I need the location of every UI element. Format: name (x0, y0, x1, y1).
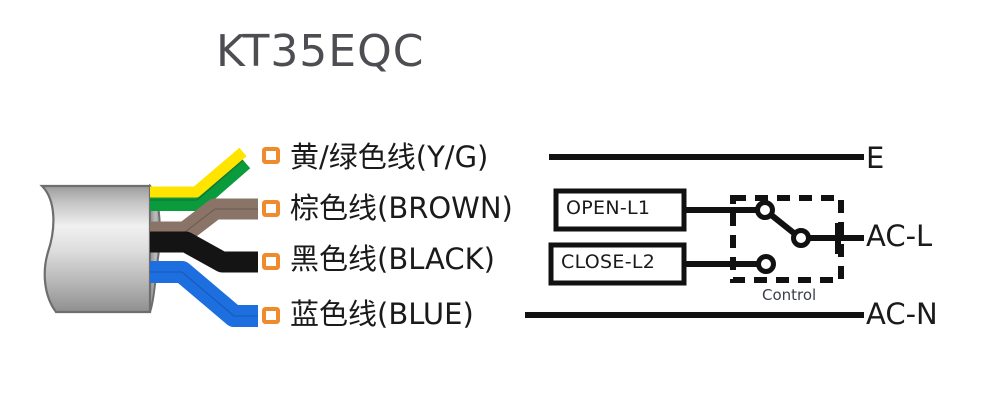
switch-lower-terminal (756, 254, 776, 274)
wire-yellow-green (150, 147, 251, 211)
control-dashed-box (730, 195, 844, 283)
switch-contact-terminal (791, 228, 811, 248)
wire-terminal-tips (262, 147, 280, 324)
wire-label-blue: 蓝色线(BLUE) (290, 297, 474, 331)
wire-label-brown: 棕色线(BROWN) (290, 191, 513, 225)
terminal-label-ac-n: AC-N (866, 297, 938, 331)
switch-lever (768, 211, 797, 237)
terminal-tip-yg (262, 147, 280, 164)
control-box-label: Control (762, 286, 817, 304)
terminal-tip-black (262, 253, 280, 270)
spdt-switch (755, 200, 811, 274)
wire-black (150, 231, 258, 273)
terminal-label-e: E (866, 141, 885, 175)
wire-label-yellow-green: 黄/绿色线(Y/G) (290, 140, 489, 174)
cable-sheath (39, 183, 161, 314)
wire-blue (150, 261, 258, 327)
switch-pivot-terminal (755, 200, 775, 220)
box-label-open-l1: OPEN-L1 (566, 197, 651, 219)
box-label-close-l2: CLOSE-L2 (561, 251, 656, 273)
page-title: KT35EQC (216, 26, 425, 77)
wire-label-black: 黑色线(BLACK) (290, 242, 495, 276)
wire-brown (150, 198, 258, 243)
terminal-tip-brown (262, 200, 280, 217)
terminal-label-ac-l: AC-L (866, 219, 933, 253)
terminal-tip-blue (262, 307, 280, 324)
